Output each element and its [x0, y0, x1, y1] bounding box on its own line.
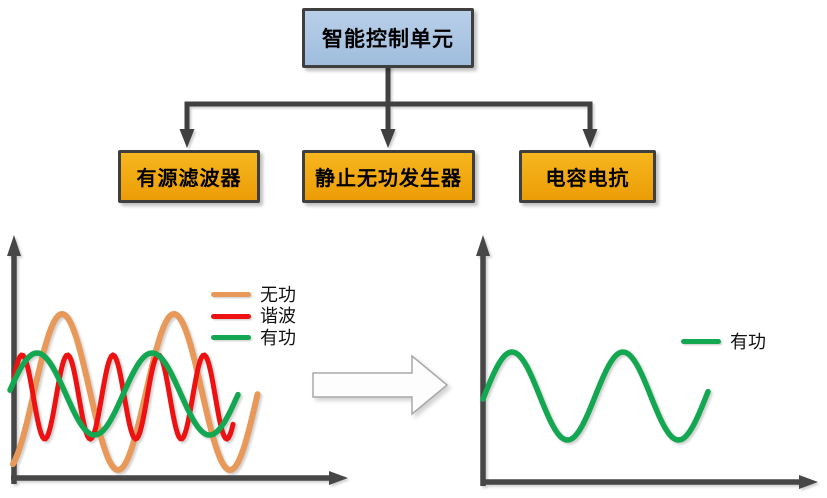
legend-item-reactive: 无功	[211, 284, 296, 306]
down-arrowhead	[582, 129, 598, 148]
root-node-label: 智能控制单元	[322, 28, 454, 51]
flowchart-connectors	[179, 66, 598, 148]
after-chart-legend: 有功	[681, 331, 766, 353]
reactive-legend-line-icon	[211, 292, 251, 298]
x-axis	[11, 471, 348, 485]
flowchart-node-active-filter: 有源滤波器	[118, 150, 260, 203]
down-arrowhead	[380, 129, 396, 148]
active-legend-line-icon	[211, 335, 251, 341]
before-compensation-chart	[7, 235, 348, 485]
node-label: 静止无功发生器	[315, 168, 462, 190]
legend-item-active: 有功	[681, 331, 766, 353]
flowchart-node-static-var-generator: 静止无功发生器	[302, 150, 475, 203]
x-axis-arrowhead	[329, 471, 348, 485]
active-power-wave	[7, 350, 241, 438]
legend-item-active: 有功	[211, 327, 296, 349]
active-power-wave	[480, 349, 711, 443]
x-axis-arrowhead	[799, 475, 818, 489]
active-legend-line-icon	[681, 339, 721, 345]
legend-label: 无功	[260, 284, 296, 305]
harmonic-legend-line-icon	[211, 313, 251, 319]
after-compensation-chart	[476, 235, 818, 489]
flowchart-node-capacitor-reactance: 电容电抗	[519, 150, 656, 203]
x-axis	[481, 475, 818, 489]
legend-label: 有功	[260, 327, 296, 348]
legend-item-harmonic: 谐波	[211, 306, 296, 328]
connector-line	[184, 66, 593, 131]
node-label: 有源滤波器	[136, 168, 242, 190]
y-axis	[476, 235, 490, 486]
y-axis-arrowhead	[476, 235, 490, 256]
y-axis-arrowhead	[7, 235, 21, 256]
flowchart-root-node: 智能控制单元	[302, 8, 474, 68]
transform-right-arrow-icon	[312, 354, 449, 416]
before-chart-legend: 无功 谐波 有功	[211, 284, 296, 349]
node-label: 电容电抗	[545, 168, 630, 190]
legend-label: 谐波	[260, 306, 296, 327]
legend-label: 有功	[730, 331, 766, 352]
down-arrowhead	[179, 129, 195, 148]
